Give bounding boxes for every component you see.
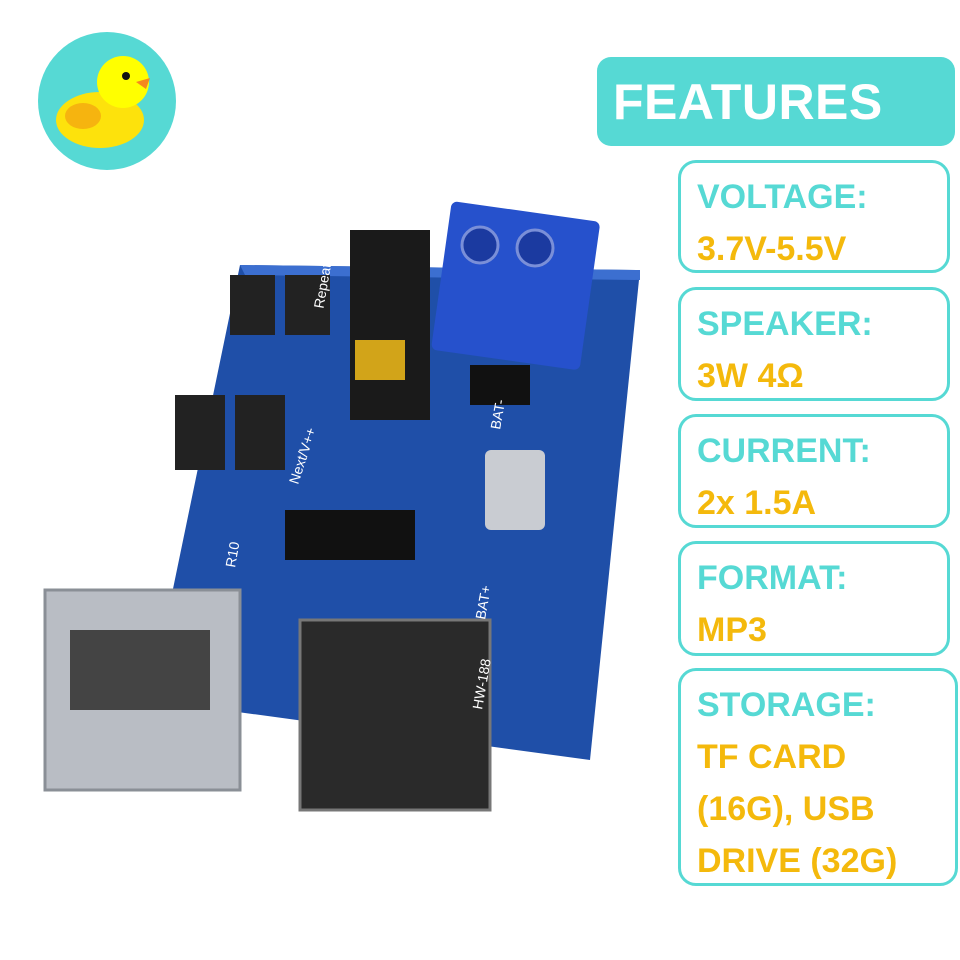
duck-logo xyxy=(38,32,176,170)
features-header: FEATURES xyxy=(597,57,955,146)
feature-label: SPEAKER: xyxy=(697,305,873,343)
next-button xyxy=(235,395,285,470)
features-title: FEATURES xyxy=(613,74,883,130)
feature-label: VOLTAGE: xyxy=(697,178,868,216)
micro-usb-port xyxy=(485,450,545,530)
feature-label: FORMAT: xyxy=(697,559,848,597)
feature-storage: STORAGE: TF CARD (16G), USB DRIVE (32G) xyxy=(678,668,958,886)
svg-text:BAT+: BAT+ xyxy=(472,584,494,621)
feature-value: 2x 1.5A xyxy=(697,484,817,522)
feature-value: MP3 xyxy=(697,611,767,649)
silkscreen-r10-label: R10 xyxy=(222,540,242,568)
svg-text:Repeat: Repeat xyxy=(311,262,335,309)
audio-jack xyxy=(350,230,430,420)
terminal-block xyxy=(431,201,600,370)
feature-speaker: SPEAKER: 3W 4Ω xyxy=(678,287,950,401)
feature-value: 3W 4Ω xyxy=(697,357,804,395)
silkscreen-led1-label: LED1 xyxy=(141,513,163,550)
feature-value: 3.7V-5.5V xyxy=(697,230,847,268)
feature-label: CURRENT: xyxy=(697,432,871,470)
feature-format: FORMAT: MP3 xyxy=(678,541,950,656)
svg-text:BAT-: BAT- xyxy=(487,398,508,431)
repeat-button xyxy=(230,275,275,335)
feature-voltage: VOLTAGE: 3.7V-5.5V xyxy=(678,160,950,273)
mp3-module-board-photo: Repeat BAT- BAT+ Next/V++ HW-188 LED1 R1… xyxy=(43,201,640,812)
amplifier-chip xyxy=(285,510,415,560)
feature-value: TF CARD (16G), USB DRIVE (32G) xyxy=(697,738,898,880)
feature-current: CURRENT: 2x 1.5A xyxy=(678,414,950,528)
feature-label: STORAGE: xyxy=(697,686,876,724)
tf-card-slot xyxy=(298,618,492,812)
